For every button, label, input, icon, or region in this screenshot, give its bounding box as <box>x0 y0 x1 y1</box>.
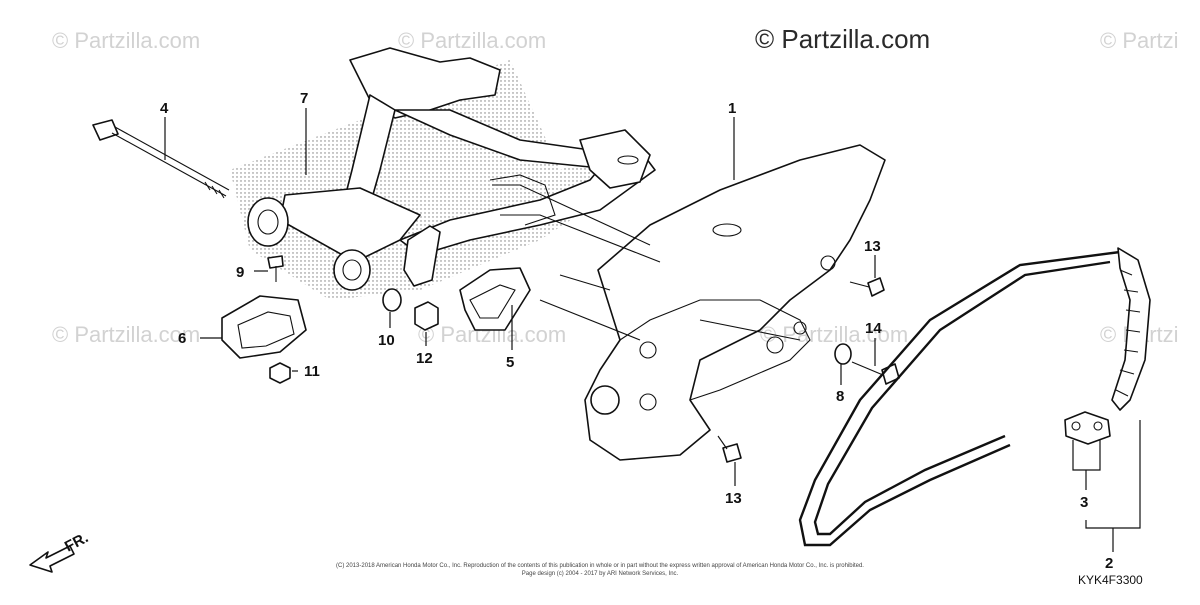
chain-case-part-1[interactable] <box>584 144 886 461</box>
hardware <box>267 255 900 463</box>
washer-8[interactable] <box>834 343 852 365</box>
pivot-bolt-part-4[interactable] <box>92 119 230 199</box>
callout-9[interactable]: 9 <box>236 264 244 281</box>
copyright-line-2: Page design (c) 2004 - 2017 by ARI Netwo… <box>522 571 679 577</box>
watermark-main: © Partzilla.com <box>755 24 930 54</box>
callout-4[interactable]: 4 <box>160 100 169 117</box>
callout-8[interactable]: 8 <box>836 388 844 405</box>
nut-12[interactable] <box>414 301 439 331</box>
watermark-mid-left: © Partzilla.com <box>52 322 200 347</box>
callouts: 1 2 3 4 5 6 7 8 9 10 11 12 13 13 14 <box>160 90 1113 572</box>
washer-10[interactable] <box>382 288 402 312</box>
callout-3[interactable]: 3 <box>1080 494 1088 511</box>
watermark-top-center: © Partzilla.com <box>398 28 546 53</box>
callout-2[interactable]: 2 <box>1105 555 1113 572</box>
watermark-top-left: © Partzilla.com <box>52 28 200 53</box>
bolt-9[interactable] <box>267 255 284 269</box>
callout-5[interactable]: 5 <box>506 354 514 371</box>
callout-11[interactable]: 11 <box>304 363 320 380</box>
bolt-13-upper-shank <box>849 281 870 288</box>
callout-12[interactable]: 12 <box>416 350 433 367</box>
callout-14[interactable]: 14 <box>865 320 882 337</box>
bolt-14-shank <box>851 361 884 376</box>
front-arrow-icon <box>29 545 75 573</box>
callout-13-lower[interactable]: 13 <box>725 490 742 507</box>
callout-6[interactable]: 6 <box>178 330 186 347</box>
bolt-13-lower-shank <box>717 435 728 450</box>
chain-block-part-6[interactable] <box>221 295 307 359</box>
diagram-code: KYK4F3300 <box>1078 573 1143 587</box>
swingarm-part-7[interactable] <box>230 47 656 300</box>
callout-7[interactable]: 7 <box>300 90 308 107</box>
callout-1[interactable]: 1 <box>728 100 736 117</box>
bolt-13-lower[interactable] <box>722 443 742 463</box>
leader-lines <box>164 108 1141 552</box>
chain-slider-part-5[interactable] <box>459 267 531 331</box>
copyright-line-1: (C) 2013-2018 American Honda Motor Co., … <box>336 563 864 569</box>
callout-10[interactable]: 10 <box>378 332 395 349</box>
callout-13-upper[interactable]: 13 <box>864 238 881 255</box>
front-direction-indicator: FR. <box>29 529 91 573</box>
bolt-13-upper[interactable] <box>867 277 885 297</box>
watermark-mid-right: © Partzilla.com <box>760 322 908 347</box>
master-link-part-3[interactable] <box>1064 411 1111 445</box>
watermark-top-right: © Partzi <box>1100 28 1179 53</box>
nut-11[interactable] <box>269 362 291 384</box>
footer: (C) 2013-2018 American Honda Motor Co., … <box>336 563 1143 587</box>
drive-chain-part-2[interactable] <box>798 247 1151 547</box>
